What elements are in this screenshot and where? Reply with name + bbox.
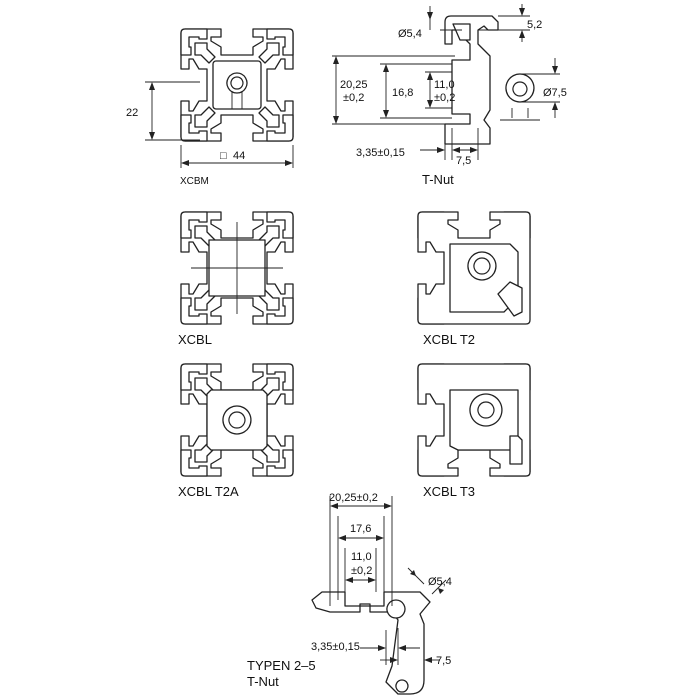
profile-xcbm <box>180 28 294 142</box>
tnut-bottom-dim-11-b: ±0,2 <box>351 565 372 577</box>
tnut-top-dim-5-2: 5,2 <box>527 19 542 31</box>
tnut-bottom-dimensions: 20,25±0,2 17,6 11,0 ±0,2 Ø5,4 3,35± <box>247 492 452 689</box>
profile-xcbl-t2a <box>180 363 294 477</box>
tnut-bottom-caption-2: T-Nut <box>247 674 279 689</box>
tnut-top-caption: T-Nut <box>422 172 454 187</box>
xcbl-caption: XCBL <box>178 332 212 347</box>
tnut-top-dim-3-35: 3,35±0,15 <box>356 147 405 159</box>
tnut-bottom-dim-11-a: 11,0 <box>351 551 372 563</box>
xcbm-height-label: 22 <box>126 107 138 119</box>
xcbm-dimensions: 22 □ 44 XCBM <box>126 81 294 187</box>
tnut-bottom-dia-5-4: Ø5,4 <box>428 576 452 588</box>
tnut-bottom-dim-17-6: 17,6 <box>350 523 371 535</box>
tnut-top-dia-5-4: Ø5,4 <box>398 28 422 40</box>
xcbl-t3-caption: XCBL T3 <box>423 484 475 499</box>
xcbm-width-symbol: □ <box>220 150 227 162</box>
tnut-top-dim-7-5: 7,5 <box>456 155 471 167</box>
tnut-top-dim-20-25-a: 20,25 <box>340 79 368 91</box>
tnut-bottom-dim-20-25: 20,25±0,2 <box>329 492 378 504</box>
profile-xcbl-t3 <box>417 363 531 477</box>
tnut-bottom-caption-1: TYPEN 2–5 <box>247 658 316 673</box>
tnut-top-dim-11-b: ±0,2 <box>434 92 455 104</box>
xcbm-width-label: 44 <box>233 150 245 162</box>
xcbm-caption: XCBM <box>180 176 209 187</box>
profile-xcbl-t2 <box>417 211 531 325</box>
tnut-top-dim-20-25-b: ±0,2 <box>343 92 364 104</box>
tnut-bottom-profile <box>311 591 431 695</box>
tnut-top-dimensions: Ø5,4 5,2 20,25 ±0,2 16,8 11,0 ±0,2 <box>332 4 567 187</box>
xcbl-t2-caption: XCBL T2 <box>423 332 475 347</box>
tnut-top-profile <box>444 15 540 145</box>
tnut-top-dia-7-5: Ø7,5 <box>543 87 567 99</box>
xcbl-t2a-caption: XCBL T2A <box>178 484 239 499</box>
tnut-top-dim-11-a: 11,0 <box>434 79 455 91</box>
tnut-bottom-dim-7-5: 7,5 <box>436 655 451 667</box>
profile-xcbl <box>180 211 294 325</box>
tnut-top-dim-16-8: 16,8 <box>392 87 413 99</box>
tnut-bottom-dim-3-35: 3,35±0,15 <box>311 641 360 653</box>
